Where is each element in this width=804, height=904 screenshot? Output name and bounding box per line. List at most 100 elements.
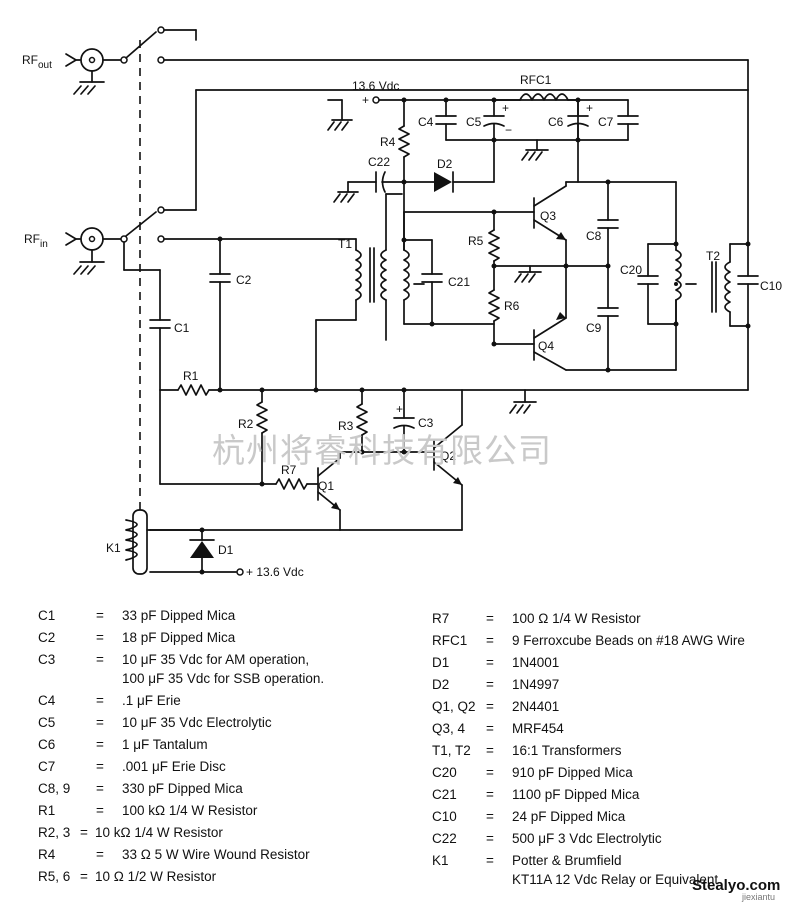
t1-secondary-winding [403,249,410,301]
equals-sign: = [96,693,104,708]
c4-capacitor [435,97,457,141]
d1-label: D1 [218,543,234,557]
part-value: 16:1 Transformers [512,743,622,758]
c9-capacitor [597,265,619,371]
c9-label: C9 [586,321,602,335]
equals-sign: = [486,809,494,824]
equals-sign: = [96,715,104,730]
part-value-continued: 100 μF 35 Vdc for SSB operation. [122,671,325,686]
ground-symbol-bus [509,389,537,414]
r1-label: R1 [183,369,199,383]
r3-label: R3 [338,419,354,433]
k1-relay-coil [125,509,151,575]
rf-out-label: RFout [22,53,52,71]
part-designator: C5 [38,715,56,730]
part-value: 100 Ω 1/4 W Resistor [512,611,641,626]
equals-sign: = [96,759,104,774]
ground-symbol-center [514,265,542,283]
part-designator: D2 [432,677,450,692]
part-designator: C6 [38,737,56,752]
part-value: 2N4401 [512,699,560,714]
rfc1-label: RFC1 [520,73,552,87]
c7-capacitor [617,99,639,141]
equals-sign: = [486,743,494,758]
relay-contacts-out [120,26,749,64]
part-value: MRF454 [512,721,564,736]
part-value: .1 μF Erie [122,693,181,708]
equals-sign: = [486,655,494,670]
c8-label: C8 [586,229,602,243]
rf-in-label: RFin [24,232,48,250]
part-designator: Q3, 4 [432,721,466,736]
equals-sign: = [486,677,494,692]
part-value: .001 μF Erie Disc [122,759,226,774]
c6-plus: + [586,101,593,115]
supply-top-label: 13.6 Vdc [352,79,399,93]
c5-plus: + [502,101,509,115]
part-value: 10 μF 35 Vdc Electrolytic [122,715,272,730]
equals-sign: = [486,633,494,648]
watermark-text: 杭州将睿科技有限公司 [212,431,552,470]
c2-label: C2 [236,273,252,287]
c20-label: C20 [620,263,642,277]
equals-sign: = [96,608,104,623]
credit-sub: jiexiantu [741,892,775,902]
part-value: 1N4001 [512,655,560,670]
part-value: 1 μF Tantalum [122,737,208,752]
equals-sign: = [486,765,494,780]
equals-sign: = [486,831,494,846]
c3-label: C3 [418,416,434,430]
c5-minus: − [505,123,512,137]
part-value: 33 Ω 5 W Wire Wound Resistor [122,847,310,862]
part-value: 10 Ω 1/2 W Resistor [95,869,217,884]
c7-label: C7 [598,115,614,129]
part-value: 1N4997 [512,677,560,692]
d2-diode [403,139,495,193]
c3-plus: + [396,402,403,416]
c8-capacitor [597,181,619,267]
part-value: 100 kΩ 1/4 W Resistor [122,803,258,818]
part-value: 500 μF 3 Vdc Electrolytic [512,831,662,846]
part-value-continued: KT11A 12 Vdc Relay or Equivalent [512,872,719,887]
c10-label: C10 [760,279,782,293]
equals-sign: = [96,803,104,818]
q3-label: Q3 [540,209,556,223]
part-value: Potter & Brumfield [512,853,622,868]
part-value: 1100 pF Dipped Mica [512,787,640,802]
c1-label: C1 [174,321,190,335]
equals-sign: = [96,737,104,752]
part-designator: C22 [432,831,457,846]
rfc1-choke [493,93,581,103]
part-designator: C21 [432,787,457,802]
q2-label: Q2 [440,449,456,463]
d2-label: D2 [437,157,453,171]
equals-sign: = [486,699,494,714]
part-designator: R4 [38,847,56,862]
r2-label: R2 [238,417,254,431]
c5-label: C5 [466,115,482,129]
part-designator: R5, 6 [38,869,71,884]
c21-capacitor [403,239,443,325]
r4-resistor [398,97,410,183]
r7-resistor [275,478,319,490]
t2-transformer [711,261,731,313]
d1-diode [189,529,215,573]
part-designator: C2 [38,630,56,645]
equals-sign: = [96,847,104,862]
c5-capacitor [483,97,505,141]
equals-sign: = [486,787,494,802]
r5-label: R5 [468,234,484,248]
part-designator: C1 [38,608,56,623]
q1-label: Q1 [318,479,334,493]
part-designator: RFC1 [432,633,468,648]
part-designator: C20 [432,765,457,780]
equals-sign: = [486,721,494,736]
part-value: 9 Ferroxcube Beads on #18 AWG Wire [512,633,745,648]
t1-transformer [355,247,387,303]
part-designator: D1 [432,655,450,670]
r6-resistor [488,265,500,345]
c20-capacitor [637,275,659,285]
part-designator: C3 [38,652,56,667]
q4-label: Q4 [538,339,554,353]
